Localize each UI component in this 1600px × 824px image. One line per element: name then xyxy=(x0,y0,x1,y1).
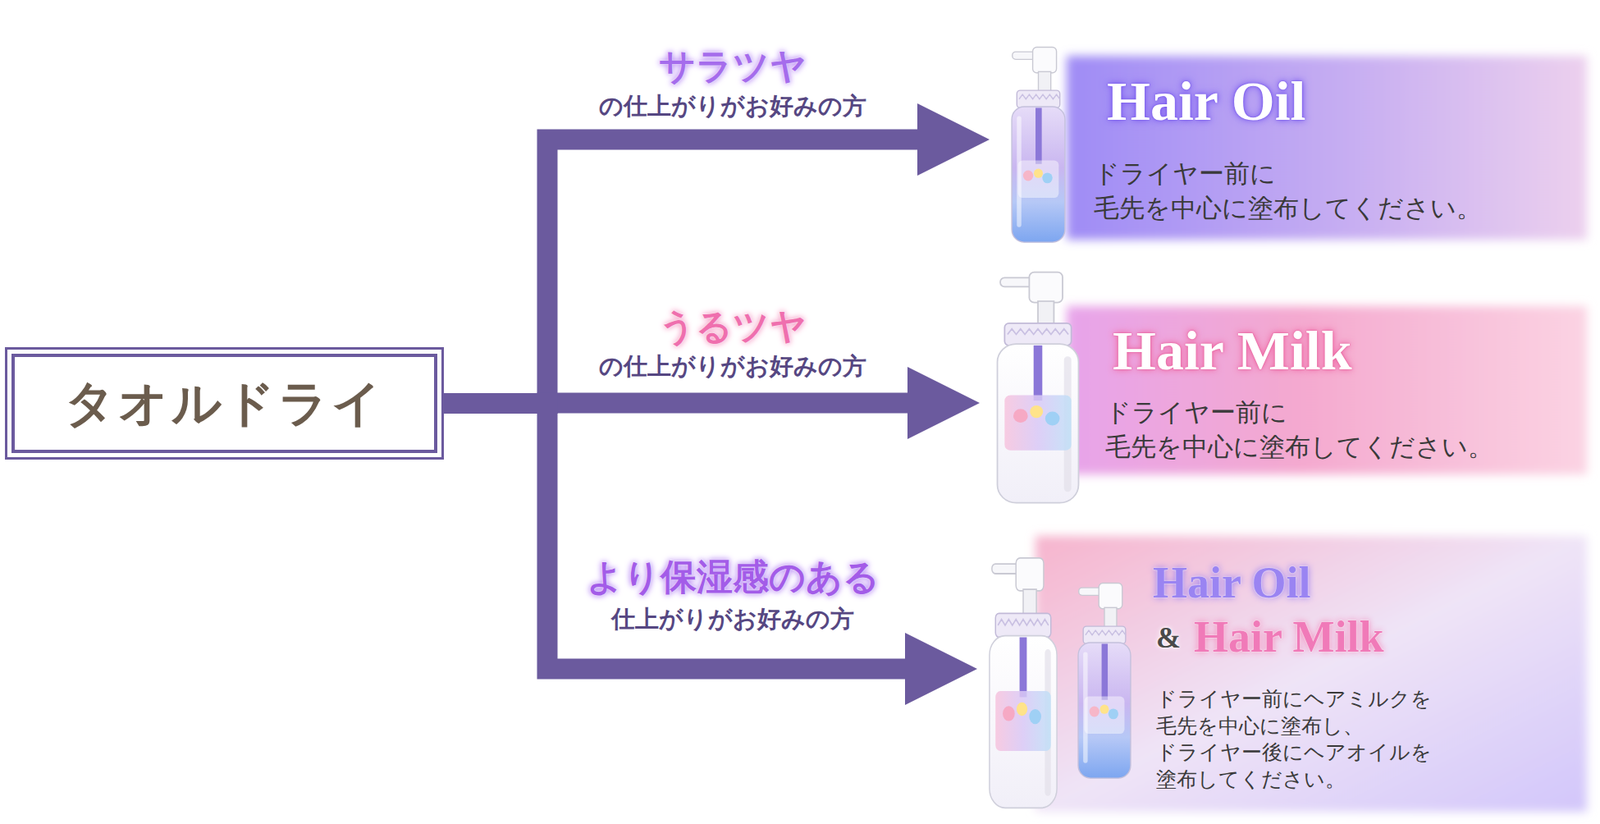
product-title: Hair Oil xyxy=(1106,68,1306,133)
edge-caption: の仕上がりがお好みの方 xyxy=(598,352,867,380)
flow-arrow xyxy=(443,103,990,404)
product-panel: Hair Oil ドライヤー前に 毛先を中心に塗布してください。 xyxy=(989,45,1587,245)
combo-panel-ground xyxy=(1035,535,1587,812)
milk-bottle xyxy=(997,272,1079,503)
start-label: タオルドライ xyxy=(64,374,385,432)
product-title: Hair Oil xyxy=(1152,557,1312,608)
edge-label: より保湿感のある xyxy=(586,556,880,599)
product-title: Hair Milk xyxy=(1193,611,1385,663)
arrow-head xyxy=(905,632,978,705)
usage-note: ドライヤー前に 毛先を中心に塗布してください。 xyxy=(1105,395,1494,465)
edge-label: サラツヤ xyxy=(658,45,807,88)
ampersand: & xyxy=(1156,621,1181,655)
start-box: タオルドライ xyxy=(4,347,444,460)
product-panel: Hair Oil &Hair Milk ドライヤー前にヘアミルクを 毛先を中心に塗布… xyxy=(977,535,1587,812)
oil-panel-ground xyxy=(1066,55,1587,240)
milk-bottle xyxy=(989,557,1057,809)
oil-bottle xyxy=(1011,46,1066,243)
usage-note: ドライヤー前に 毛先を中心に塗布してください。 xyxy=(1093,156,1482,226)
arrow-head xyxy=(907,366,980,439)
product-panel: Hair Milk ドライヤー前に 毛先を中心に塗布してください。 xyxy=(979,270,1587,509)
oil-bottle xyxy=(1078,582,1131,778)
arrow-shaft xyxy=(443,139,919,404)
usage-note: ドライヤー前にヘアミルクを 毛先を中心に塗布し、 ドライヤー後にヘアオイルを 塗… xyxy=(1156,685,1432,793)
milk-panel-ground xyxy=(1066,306,1587,475)
edge-caption: の仕上がりがお好みの方 xyxy=(598,92,867,120)
product-title: Hair Milk xyxy=(1112,318,1353,383)
edge-caption: 仕上がりがお好みの方 xyxy=(611,605,855,633)
flow-arrow xyxy=(443,403,978,706)
arrow-shaft xyxy=(443,403,907,670)
edge-label: うるツヤ xyxy=(658,306,807,348)
arrow-head xyxy=(917,103,990,176)
